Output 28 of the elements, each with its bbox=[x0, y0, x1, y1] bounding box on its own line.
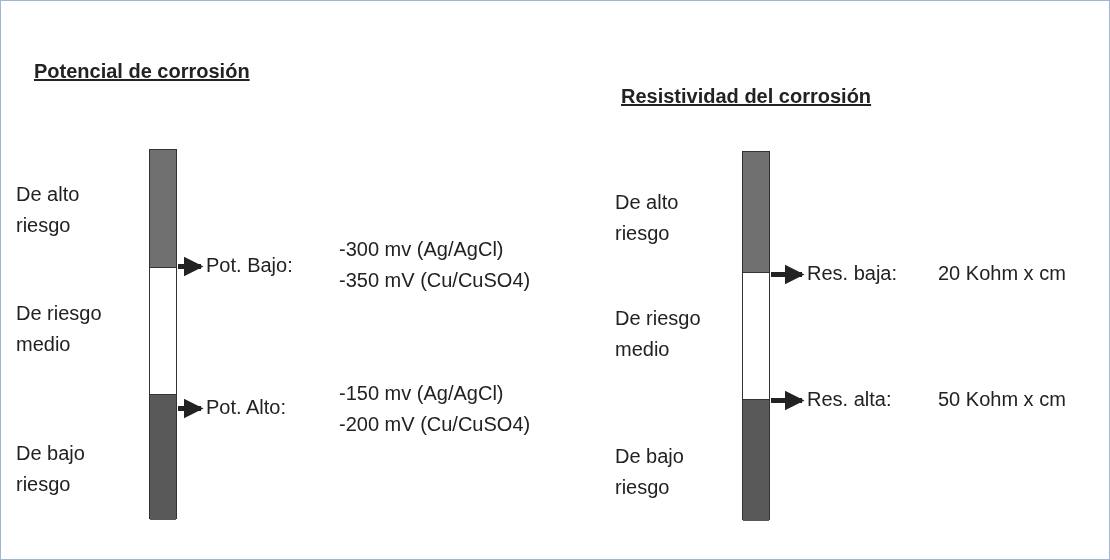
threshold-label: Res. alta: bbox=[807, 384, 892, 415]
value-text: 20 Kohm x cm bbox=[938, 261, 1066, 286]
value-text: -300 mv (Ag/AgCl) bbox=[339, 237, 504, 262]
threshold-label: Pot. Alto: bbox=[206, 392, 287, 423]
value-text: 50 Kohm x cm bbox=[938, 387, 1066, 412]
threshold-label: Pot. Bajo: bbox=[206, 250, 293, 281]
arrow bbox=[178, 398, 204, 419]
risk-label: De alto riesgo bbox=[615, 190, 680, 246]
arrow bbox=[771, 390, 805, 411]
value-text: -150 mv (Ag/AgCl) bbox=[339, 381, 504, 406]
risk-label: De bajo riesgo bbox=[615, 444, 685, 500]
risk-label: De alto riesgo bbox=[16, 182, 81, 238]
risk-label: De bajo riesgo bbox=[16, 441, 86, 497]
value-text: -350 mV (Cu/CuSO4) bbox=[339, 268, 531, 293]
bar-segment bbox=[743, 399, 769, 521]
arrow bbox=[178, 256, 204, 277]
scale-bar bbox=[149, 149, 177, 519]
risk-label: De riesgo medio bbox=[615, 306, 702, 362]
threshold-label: Res. baja: bbox=[807, 258, 898, 289]
bar-segment bbox=[743, 152, 769, 272]
risk-label: De riesgo medio bbox=[16, 301, 103, 357]
arrow bbox=[771, 264, 805, 285]
bar-segment bbox=[150, 150, 176, 267]
scale-bar bbox=[742, 151, 770, 520]
section-heading: Resistividad del corrosión bbox=[621, 84, 872, 109]
value-text: -200 mV (Cu/CuSO4) bbox=[339, 412, 531, 437]
bar-segment bbox=[150, 394, 176, 520]
section-heading: Potencial de corrosión bbox=[34, 59, 250, 84]
